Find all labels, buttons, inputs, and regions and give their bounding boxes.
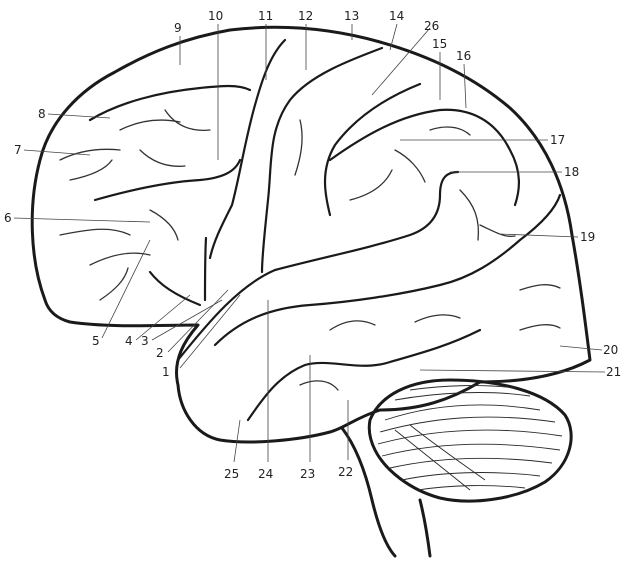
label-24: 24 (258, 467, 273, 481)
label-16: 16 (456, 49, 471, 63)
gyral-folds (59, 109, 561, 391)
central-sulcus (260, 46, 384, 274)
label-26: 26 (424, 19, 439, 33)
label-14: 14 (389, 9, 404, 23)
label-2: 2 (156, 346, 164, 360)
brainstem (340, 426, 432, 558)
anterior-ramus (148, 270, 202, 307)
label-5: 5 (92, 334, 100, 348)
label-18: 18 (564, 165, 579, 179)
precentral-sulcus (208, 38, 287, 260)
label-9: 9 (174, 21, 182, 35)
cerebellum-outline (367, 378, 573, 503)
number-labels: 1 2 3 4 5 6 7 8 9 10 11 12 13 14 15 16 1… (4, 9, 621, 481)
label-19: 19 (580, 230, 595, 244)
lateral-sulcus (176, 170, 460, 362)
intraparietal-sulcus (328, 108, 520, 207)
label-10: 10 (208, 9, 223, 23)
inferior-temporal-sulcus (246, 328, 482, 422)
leader-lines (13, 23, 606, 463)
label-3: 3 (141, 334, 149, 348)
inferior-frontal-sulcus (93, 158, 242, 202)
label-21: 21 (606, 365, 621, 379)
label-22: 22 (338, 465, 353, 479)
label-8: 8 (38, 107, 46, 121)
label-20: 20 (603, 343, 618, 357)
label-12: 12 (298, 9, 313, 23)
cerebrum-outline (30, 25, 592, 444)
label-6: 6 (4, 211, 12, 225)
cerebellum-folia (377, 385, 563, 491)
superior-frontal-sulcus (88, 84, 252, 122)
label-7: 7 (14, 143, 22, 157)
label-25: 25 (224, 467, 239, 481)
ascending-ramus (203, 236, 208, 302)
label-17: 17 (550, 133, 565, 147)
postcentral-sulcus (323, 82, 422, 217)
label-4: 4 (125, 334, 133, 348)
label-1: 1 (162, 365, 170, 379)
label-11: 11 (258, 9, 273, 23)
label-13: 13 (344, 9, 359, 23)
label-15: 15 (432, 37, 447, 51)
label-23: 23 (300, 467, 315, 481)
